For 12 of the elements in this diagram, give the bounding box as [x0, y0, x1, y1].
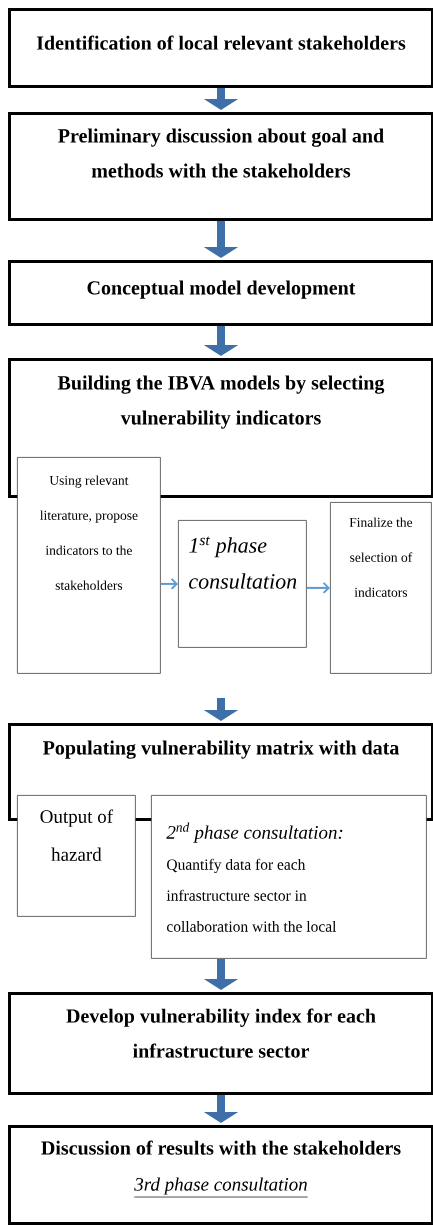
- step-box: $\textit{2}^{\textit{nd}}\textit{ phase consultation:}$ Quantify data for each infrastructure sector in collaboration with the local: [151, 795, 427, 959]
- step-box: 1$^{st}$ phase consultation: [178, 520, 307, 648]
- stage-box: Identification of local relevant stakeholders: [8, 8, 433, 88]
- stage-box: Develop vulnerability index for each infrastructure sector: [8, 992, 433, 1095]
- arrow: [305, 581, 330, 594]
- stage-box: Discussion of results with the stakeholders 3rd phase consultation: [8, 1125, 433, 1225]
- arrow: [159, 577, 178, 590]
- step-box: Output of hazard: [17, 795, 136, 917]
- stage-box: Conceptual model development: [8, 260, 433, 326]
- step-box: Using relevant literature, propose indicators to the stakeholders: [17, 457, 161, 674]
- step-box: Finalize the selection of indicators: [330, 502, 432, 674]
- stage-box: Preliminary discussion about goal and methods with the stakeholders: [8, 112, 433, 221]
